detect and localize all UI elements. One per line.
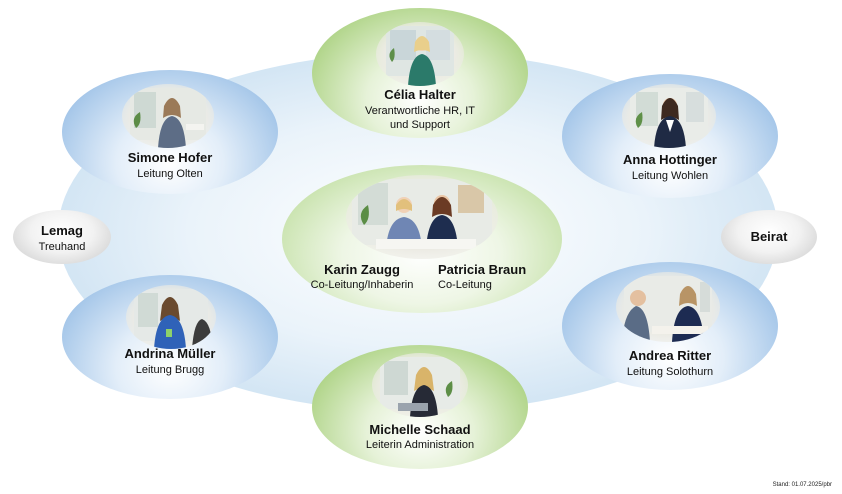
person-name: Andrina Müller xyxy=(124,346,216,361)
person-role: Leiterin Administration xyxy=(365,439,475,451)
node-anna-hottinger: Anna Hottinger Leitung Wohlen xyxy=(562,74,778,198)
person-role: und Support xyxy=(390,119,450,131)
person-role: Verantwortliche HR, IT xyxy=(364,105,476,117)
person-role: Leitung Wohlen xyxy=(631,170,709,182)
side-node-title: Beirat xyxy=(750,229,788,244)
person-role: Leitung Brugg xyxy=(135,364,205,376)
person-name: Anna Hottinger xyxy=(623,152,717,167)
node-michelle-schaad: Michelle Schaad Leiterin Administration xyxy=(312,345,528,469)
person-name: Simone Hofer xyxy=(127,150,213,165)
node-beirat: Beirat xyxy=(721,210,817,264)
portrait-photo xyxy=(126,285,216,349)
stand-date-note: Stand: 01.07.2025/pbr xyxy=(772,482,832,488)
node-andrina-mueller: Andrina Müller Leitung Brugg xyxy=(62,275,278,399)
person-role: Co-Leitung/Inhaberin xyxy=(310,279,414,291)
node-co-leitung: Karin Zaugg Co-Leitung/Inhaberin Patrici… xyxy=(282,165,562,313)
portrait-photo xyxy=(122,84,214,148)
side-node-title: Lemag xyxy=(41,223,83,238)
person-name: Michelle Schaad xyxy=(369,422,471,437)
person-role: Co-Leitung xyxy=(438,279,492,291)
portrait-photo xyxy=(376,22,464,86)
node-andrea-ritter: Andrea Ritter Leitung Solothurn xyxy=(562,262,778,390)
person-name: Célia Halter xyxy=(384,87,456,102)
person-role: Leitung Solothurn xyxy=(626,366,714,378)
portrait-photo xyxy=(622,84,716,148)
person-role: Leitung Olten xyxy=(137,168,203,180)
person-name: Karin Zaugg xyxy=(324,262,400,277)
node-celia-halter: Célia Halter Verantwortliche HR, IT und … xyxy=(312,8,528,138)
portrait-photo xyxy=(372,353,468,417)
side-node-subtitle: Treuhand xyxy=(38,241,86,253)
node-simone-hofer: Simone Hofer Leitung Olten xyxy=(62,70,278,194)
person-name: Andrea Ritter xyxy=(628,348,712,363)
portrait-photo-duo xyxy=(346,175,498,259)
node-lemag-treuhand: Lemag Treuhand xyxy=(13,210,111,264)
portrait-photo xyxy=(616,272,720,342)
person-name: Patricia Braun xyxy=(438,262,527,277)
